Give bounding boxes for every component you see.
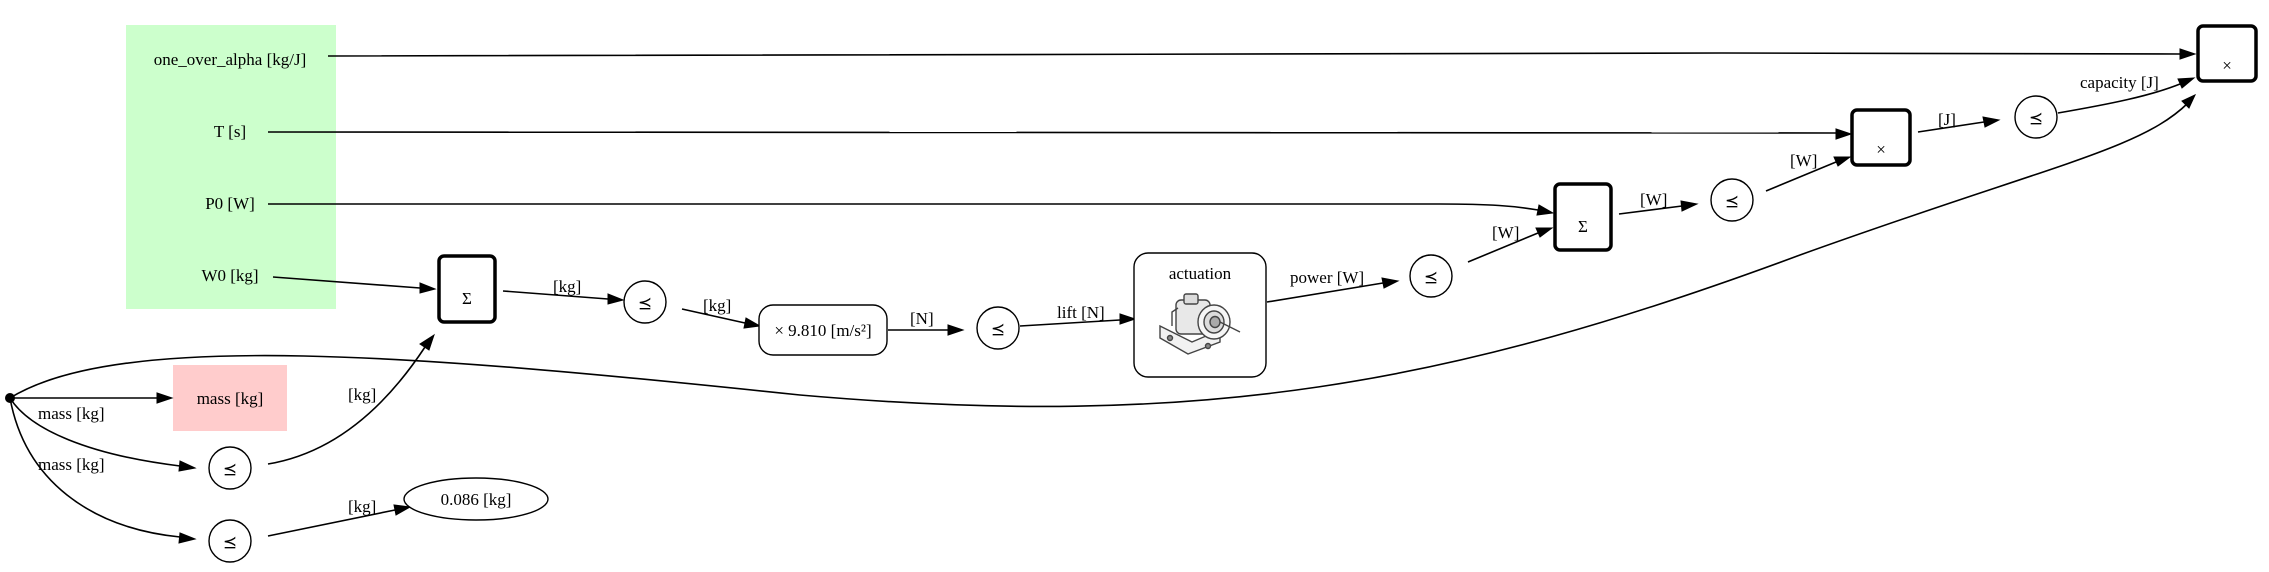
leq-node-7: ⪯ bbox=[2014, 95, 2058, 139]
input-W0: W0 [kg] bbox=[201, 266, 258, 285]
edge-label-kg-sum-out: [kg] bbox=[553, 277, 581, 296]
edge-kg-const bbox=[267, 509, 396, 537]
edge-label-lift: lift [N] bbox=[1057, 303, 1105, 322]
leq-node-5: ⪯ bbox=[1409, 254, 1453, 298]
product-symbol: × bbox=[1876, 140, 1886, 159]
edge-label-J: [J] bbox=[1938, 110, 1956, 129]
product-symbol: × bbox=[2222, 56, 2232, 75]
input-one-over-alpha: one_over_alpha [kg/J] bbox=[154, 50, 306, 69]
constant-node: 0.086 [kg] bbox=[403, 477, 549, 521]
sum-node-2: Σ bbox=[1553, 182, 1613, 252]
edge-T bbox=[267, 131, 1837, 134]
edge-label-kg-up: [kg] bbox=[348, 385, 376, 404]
leq-symbol: ⪯ bbox=[638, 294, 652, 313]
edge-kg-up bbox=[267, 346, 426, 465]
output-mass-box bbox=[173, 365, 287, 431]
input-P0: P0 [W] bbox=[205, 194, 255, 213]
edge-mass-to-mult2 bbox=[9, 102, 2189, 408]
arrowhead bbox=[1833, 156, 1852, 167]
edge-kg-to-gravity bbox=[681, 308, 746, 324]
leq-symbol: ⪯ bbox=[991, 320, 1005, 339]
inputs-group-box bbox=[126, 25, 336, 309]
arrowhead bbox=[1381, 277, 1400, 289]
arrowhead bbox=[2177, 77, 2196, 89]
gravity-node: × 9.810 [m/s²] bbox=[758, 304, 888, 356]
input-T: T [s] bbox=[214, 122, 246, 141]
edge-label-W-to-mult: [W] bbox=[1790, 151, 1817, 170]
arrowhead bbox=[393, 504, 412, 516]
edge-label-W-to-sum: [W] bbox=[1492, 223, 1519, 242]
edge-J bbox=[1917, 121, 1985, 133]
arrowhead bbox=[2179, 48, 2197, 60]
arrowhead bbox=[1536, 204, 1555, 216]
actuation-title: actuation bbox=[1169, 264, 1232, 283]
edge-label-power: power [W] bbox=[1290, 268, 1364, 287]
constant-label: 0.086 [kg] bbox=[441, 490, 512, 509]
arrowhead bbox=[1982, 116, 2001, 128]
edge-to-leq1 bbox=[9, 397, 181, 467]
leq-node-3: ⪯ bbox=[623, 280, 667, 324]
leq-node-4: ⪯ bbox=[976, 306, 1020, 350]
arrowhead bbox=[2181, 93, 2197, 109]
product-node-1: × bbox=[1850, 108, 1912, 167]
leq-symbol: ⪯ bbox=[223, 460, 237, 479]
leq-symbol: ⪯ bbox=[1725, 192, 1739, 211]
sum-symbol: Σ bbox=[1578, 217, 1588, 236]
arrowhead bbox=[178, 460, 197, 472]
edge-label-kg-const: [kg] bbox=[348, 497, 376, 516]
edge-W-sum-out bbox=[1618, 205, 1683, 215]
actuation-node: actuation bbox=[1133, 252, 1267, 378]
arrowhead bbox=[419, 333, 435, 351]
edge-lift bbox=[1019, 319, 1121, 327]
edge-label-mass-out: mass [kg] bbox=[38, 404, 105, 423]
leq-node-6: ⪯ bbox=[1710, 178, 1754, 222]
arrowhead bbox=[1835, 128, 1853, 140]
leq-symbol: ⪯ bbox=[223, 533, 237, 552]
edge-p0 bbox=[268, 203, 1539, 211]
arrowhead bbox=[1535, 227, 1554, 238]
edge-W-to-sum bbox=[1467, 232, 1539, 263]
edge-label-N: [N] bbox=[910, 309, 934, 328]
arrowhead bbox=[1680, 200, 1699, 212]
edge-label-kg-to-gravity: [kg] bbox=[703, 296, 731, 315]
arrowhead bbox=[1119, 313, 1137, 325]
arrowhead bbox=[607, 293, 625, 305]
edge-to-leq2 bbox=[9, 397, 181, 538]
edge-label-W-sum-out: [W] bbox=[1640, 190, 1667, 209]
arrowhead bbox=[156, 392, 174, 404]
edge-label-mass-down: mass [kg] bbox=[38, 455, 105, 474]
leq-symbol: ⪯ bbox=[2029, 109, 2043, 128]
sum-node-1: Σ bbox=[437, 254, 497, 324]
edge-kg-sum-out bbox=[502, 290, 609, 300]
arrowhead bbox=[743, 317, 762, 329]
edge-W-to-mult bbox=[1765, 161, 1837, 192]
motor-actuator-icon bbox=[1159, 293, 1241, 355]
arrowhead bbox=[947, 324, 965, 336]
product-node-2: × bbox=[2196, 24, 2258, 83]
edge-one-over-alpha bbox=[327, 51, 2181, 57]
leq-node-2: ⪯ bbox=[208, 519, 252, 563]
sum-symbol: Σ bbox=[462, 289, 472, 308]
arrowhead bbox=[178, 532, 197, 544]
arrowhead bbox=[419, 282, 437, 294]
edge-w0 bbox=[272, 276, 421, 289]
edge-power bbox=[1266, 282, 1384, 303]
gravity-label: × 9.810 [m/s²] bbox=[774, 321, 871, 340]
output-mass-label: mass [kg] bbox=[197, 389, 264, 408]
edge-capacity bbox=[2057, 83, 2181, 114]
edge-label-capacity: capacity [J] bbox=[2080, 73, 2159, 92]
leq-node-1: ⪯ bbox=[208, 446, 252, 490]
leq-symbol: ⪯ bbox=[1424, 268, 1438, 287]
